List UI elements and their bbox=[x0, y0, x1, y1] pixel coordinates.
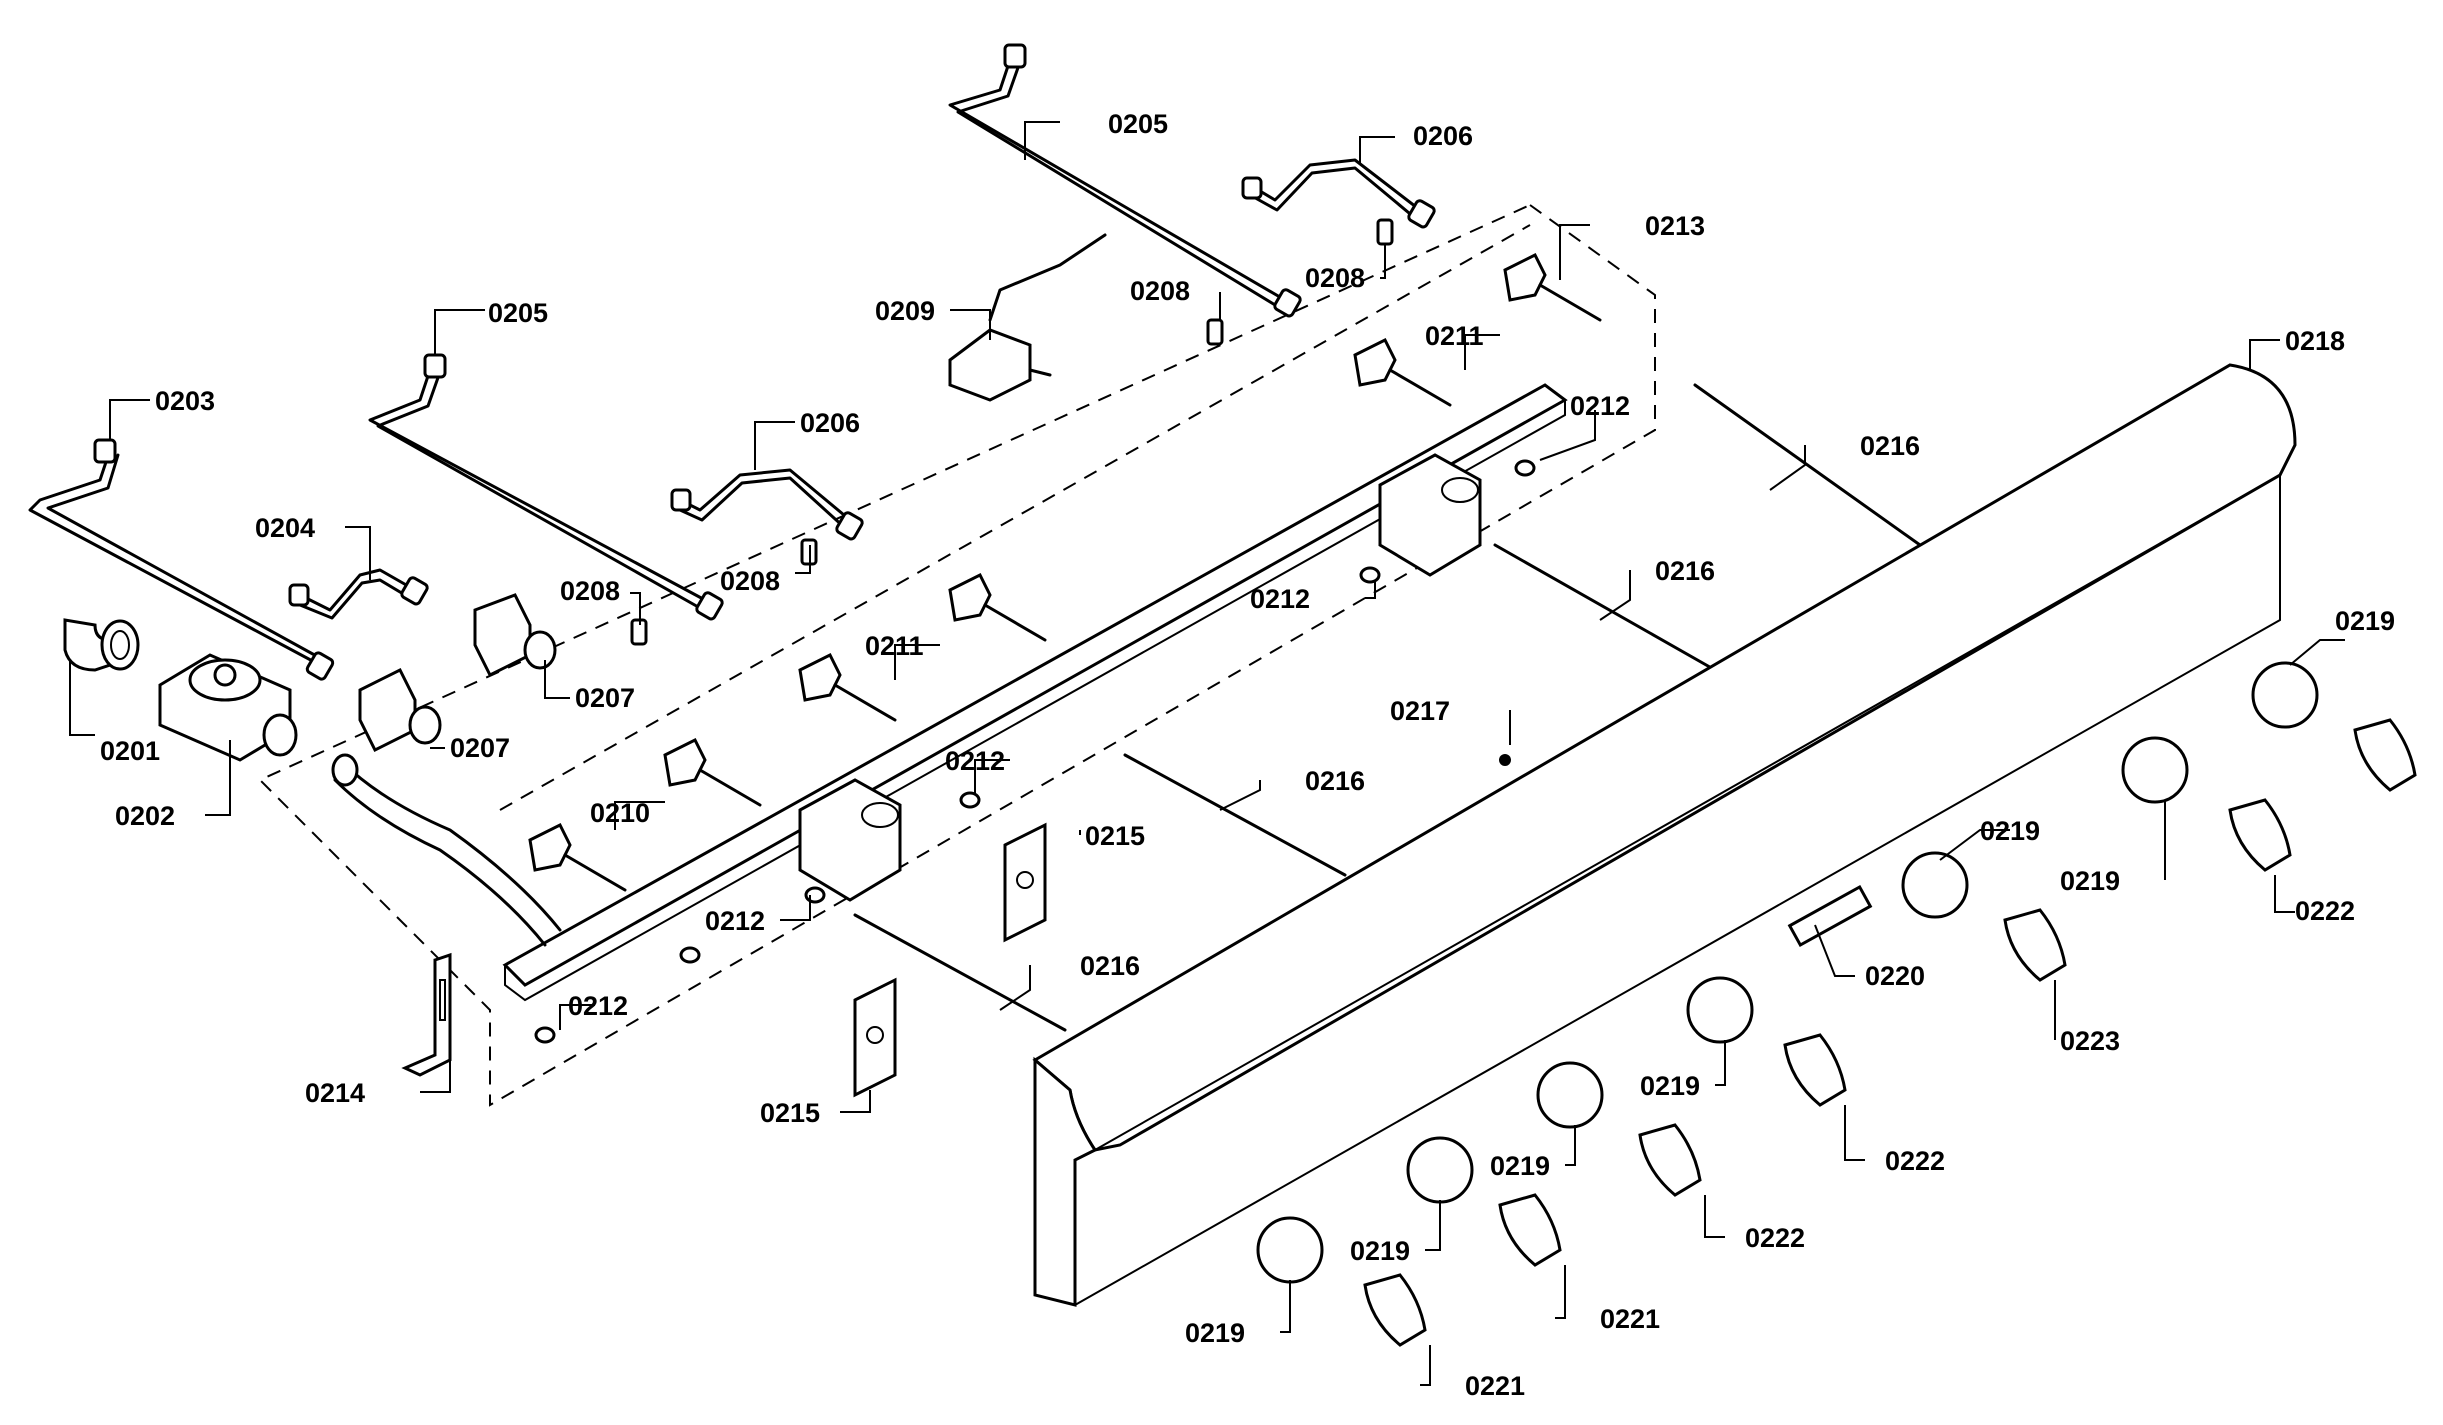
label-0219-d: 0219 bbox=[1640, 1071, 1700, 1101]
gas-valves bbox=[358, 593, 557, 753]
igniter-switches bbox=[853, 822, 1047, 1098]
pressure-regulator bbox=[158, 653, 298, 762]
label-0208-center: 0208 bbox=[1130, 276, 1190, 306]
assembly-boundary bbox=[258, 204, 1656, 1107]
control-knobs bbox=[1363, 718, 2417, 1347]
label-0214: 0214 bbox=[305, 1078, 365, 1108]
leader-lines bbox=[69, 121, 2345, 1386]
label-0217: 0217 bbox=[1390, 696, 1450, 726]
label-0222-left: 0222 bbox=[1745, 1223, 1805, 1253]
label-0204: 0204 bbox=[255, 513, 315, 543]
label-0221-upper: 0221 bbox=[1600, 1304, 1660, 1334]
label-0207-left: 0207 bbox=[450, 733, 510, 763]
elbow-fitting bbox=[63, 618, 140, 672]
hose-bracket bbox=[331, 753, 562, 1077]
label-0210: 0210 bbox=[590, 798, 650, 828]
label-0219-a: 0219 bbox=[2335, 606, 2395, 636]
label-0203: 0203 bbox=[155, 386, 215, 416]
label-0212-lower-mid: 0212 bbox=[705, 906, 765, 936]
label-0206-upper: 0206 bbox=[1413, 121, 1473, 151]
label-0218: 0218 bbox=[2285, 326, 2345, 356]
label-0208-left: 0208 bbox=[560, 576, 620, 606]
label-0207-right: 0207 bbox=[575, 683, 635, 713]
label-0201: 0201 bbox=[100, 736, 160, 766]
label-0216-top: 0216 bbox=[1860, 431, 1920, 461]
part-labels: 0201 0202 0203 0204 0205 0205 0206 0206 … bbox=[100, 109, 2395, 1401]
label-0219-f: 0219 bbox=[1350, 1236, 1410, 1266]
label-0209: 0209 bbox=[875, 296, 935, 326]
knob-bezels bbox=[1256, 661, 2319, 1284]
screws bbox=[534, 459, 1536, 1044]
label-0219-g: 0219 bbox=[1185, 1318, 1245, 1348]
label-0219-c: 0219 bbox=[2060, 866, 2120, 896]
label-0212-bottom: 0212 bbox=[568, 991, 628, 1021]
label-0208-mid: 0208 bbox=[720, 566, 780, 596]
label-0216-bottom: 0216 bbox=[1080, 951, 1140, 981]
label-0216-upper-mid: 0216 bbox=[1655, 556, 1715, 586]
label-0206-lower: 0206 bbox=[800, 408, 860, 438]
control-panel bbox=[1032, 363, 2297, 1307]
label-0212-mid: 0212 bbox=[945, 746, 1005, 776]
label-0221-lower: 0221 bbox=[1465, 1371, 1525, 1401]
label-0223: 0223 bbox=[2060, 1026, 2120, 1056]
burner-valves bbox=[528, 252, 1602, 892]
label-0211-left: 0211 bbox=[865, 631, 924, 661]
label-0215-upper: 0215 bbox=[1085, 821, 1145, 851]
label-0220: 0220 bbox=[1865, 961, 1925, 991]
label-0212-upper-mid: 0212 bbox=[1250, 584, 1310, 614]
label-0219-e: 0219 bbox=[1490, 1151, 1550, 1181]
label-0212-top: 0212 bbox=[1570, 391, 1630, 421]
gas-tubes bbox=[28, 43, 1436, 681]
label-0208-right: 0208 bbox=[1305, 263, 1365, 293]
switch-rods bbox=[853, 383, 1922, 1032]
label-0202: 0202 bbox=[115, 801, 175, 831]
label-0222-mid: 0222 bbox=[1885, 1146, 1945, 1176]
label-0211-right: 0211 bbox=[1425, 321, 1484, 351]
label-0205-upper: 0205 bbox=[1108, 109, 1168, 139]
label-0216-lower-mid: 0216 bbox=[1305, 766, 1365, 796]
label-0222-right: 0222 bbox=[2295, 896, 2355, 926]
spark-module bbox=[948, 233, 1107, 402]
label-0205-lower: 0205 bbox=[488, 298, 548, 328]
label-0213: 0213 bbox=[1645, 211, 1705, 241]
label-0215-lower: 0215 bbox=[760, 1098, 820, 1128]
manifold-rail bbox=[502, 383, 1568, 1002]
label-0219-b: 0219 bbox=[1980, 816, 2040, 846]
